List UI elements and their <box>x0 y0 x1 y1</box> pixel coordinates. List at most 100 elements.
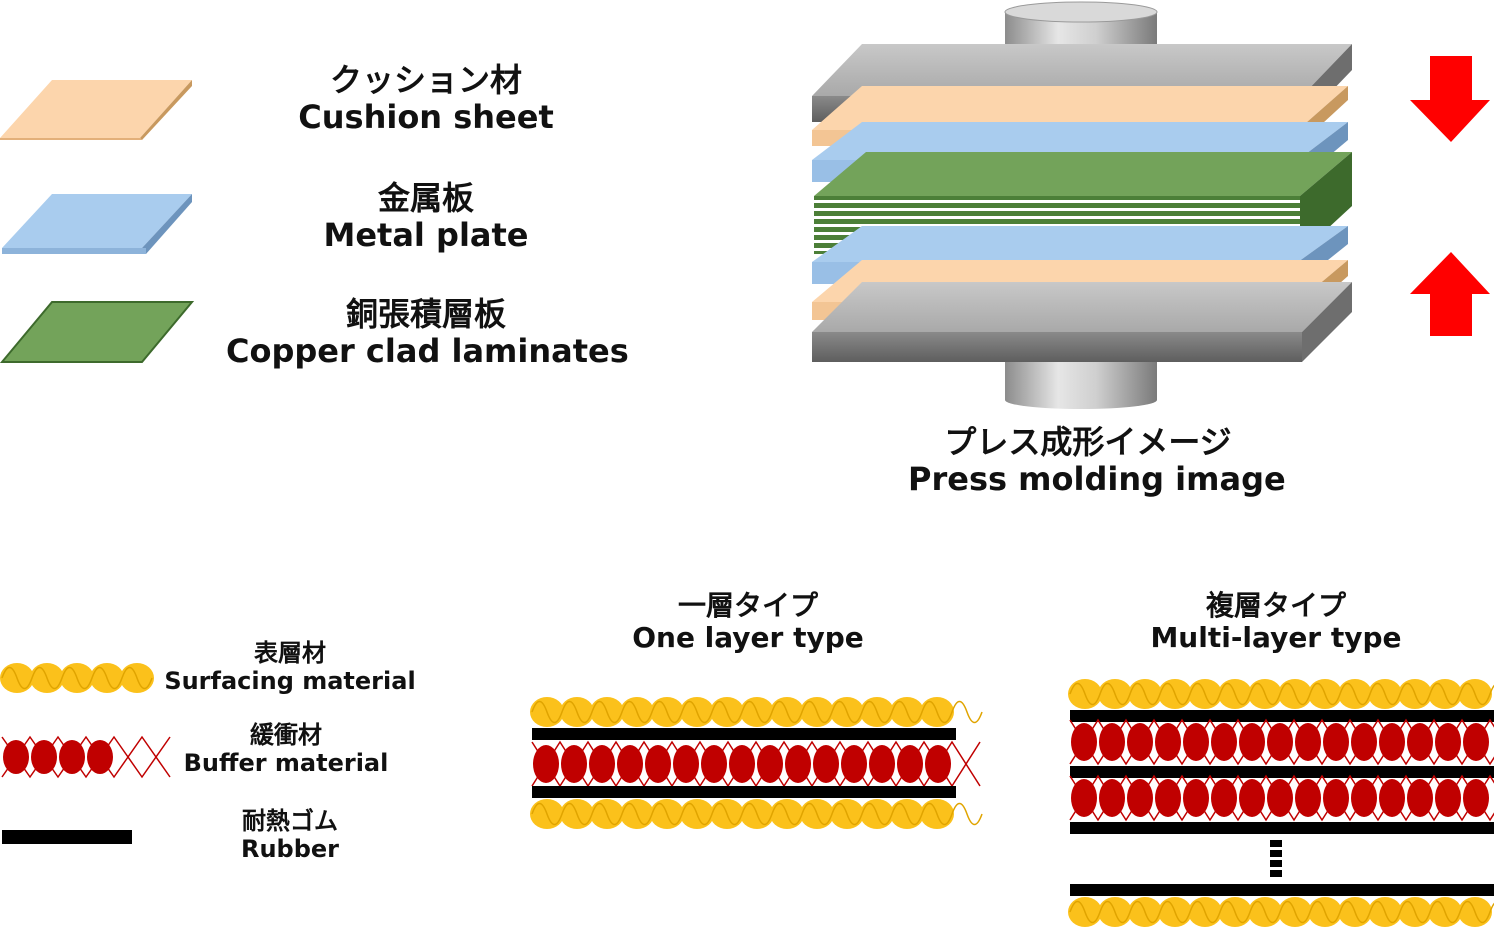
buffer-fiber <box>617 745 643 783</box>
label-cushion-en: Cushion sheet <box>298 97 554 136</box>
label-one-layer-en: One layer type <box>632 621 864 655</box>
buffer-fiber <box>3 740 29 774</box>
buffer-fiber <box>729 745 755 783</box>
ccl-stripe <box>814 200 1300 203</box>
legend-swatch-ccl <box>0 301 195 363</box>
label-rubber-en: Rubber <box>240 834 340 863</box>
bottom-press-plate <box>812 282 1352 362</box>
label-multi-layer-en: Multi-layer type <box>1150 621 1402 655</box>
buffer-fiber <box>87 740 113 774</box>
label-press-en: Press molding image <box>908 459 1286 498</box>
buffer-fiber <box>701 745 727 783</box>
label-surfacing-jp: 表層材 <box>254 639 326 667</box>
buffer-fiber <box>1155 779 1181 817</box>
buffer-fiber <box>1099 723 1125 761</box>
label-multi-layer: 複層タイプ Multi-layer type <box>1126 589 1426 655</box>
buffer-fiber <box>1211 779 1237 817</box>
buffer-fiber <box>1267 779 1293 817</box>
buffer-fiber <box>1099 779 1125 817</box>
label-one-layer: 一層タイプ One layer type <box>598 589 898 655</box>
buffer-fiber <box>1183 779 1209 817</box>
buffer-fiber <box>1183 723 1209 761</box>
buffer-fiber <box>1155 723 1181 761</box>
buffer-fiber <box>31 740 57 774</box>
label-rubber: 耐熱ゴム Rubber <box>160 807 420 863</box>
ccl-stripe <box>814 208 1300 211</box>
buffer-fiber <box>1463 779 1489 817</box>
buffer-fiber <box>533 745 559 783</box>
press-diagram <box>812 1 1352 409</box>
label-surfacing-en: Surfacing material <box>164 666 416 695</box>
legend-swatch-rubber <box>2 830 132 844</box>
label-cushion: クッション材 Cushion sheet <box>296 62 556 136</box>
label-ccl-jp: 銅張積層板 <box>345 295 506 333</box>
label-rubber-jp: 耐熱ゴム <box>242 807 338 835</box>
buffer-fiber <box>1211 723 1237 761</box>
rubber-sheet <box>532 786 956 798</box>
arrow-up-icon <box>1410 252 1490 336</box>
label-buffer: 緩衝材 Buffer material <box>160 721 412 777</box>
buffer-fiber <box>561 745 587 783</box>
buffer-fiber <box>1379 779 1405 817</box>
surfacing-weave <box>531 802 983 826</box>
ellipsis-dot <box>1270 870 1282 877</box>
buffer-fiber <box>673 745 699 783</box>
label-metal-jp: 金属板 <box>377 179 474 217</box>
buffer-fiber <box>1239 723 1265 761</box>
buffer-fiber <box>1407 779 1433 817</box>
label-ccl: 銅張積層板 Copper clad laminates <box>226 295 629 370</box>
buffer-fiber <box>841 745 867 783</box>
surfacing-weave <box>1069 682 1494 706</box>
label-multi-layer-jp: 複層タイプ <box>1205 589 1346 622</box>
buffer-fiber <box>1295 779 1321 817</box>
buffer-fiber <box>1267 723 1293 761</box>
label-buffer-en: Buffer material <box>183 748 389 777</box>
buffer-fiber <box>925 745 951 783</box>
buffer-wave <box>1 735 171 779</box>
buffer-fiber <box>645 745 671 783</box>
rubber-sheet <box>1070 884 1494 896</box>
ellipsis-dot <box>1270 850 1282 857</box>
label-press: プレス成形イメージ Press molding image <box>908 423 1286 498</box>
buffer-fiber <box>1071 779 1097 817</box>
ccl-stripe <box>814 216 1300 219</box>
buffer-fiber <box>1435 723 1461 761</box>
buffer-fiber <box>1295 723 1321 761</box>
bottom-ram-cylinder <box>1005 362 1157 409</box>
buffer-fiber <box>1379 723 1405 761</box>
rubber-sheet <box>1070 822 1494 834</box>
buffer-fiber <box>757 745 783 783</box>
legend-swatch-cushion <box>0 80 192 140</box>
arrow-down-icon <box>1410 56 1490 142</box>
buffer-fiber <box>1435 779 1461 817</box>
buffer-fiber <box>869 745 895 783</box>
surfacing-weave <box>1 666 153 690</box>
buffer-fiber <box>1463 723 1489 761</box>
buffer-fiber <box>1407 723 1433 761</box>
label-metal-en: Metal plate <box>323 215 529 254</box>
ellipsis-dot <box>1270 860 1282 867</box>
buffer-fiber <box>1351 723 1377 761</box>
surfacing-weave <box>531 700 983 724</box>
buffer-fiber <box>1071 723 1097 761</box>
multi-layer-diagram <box>1068 679 1494 927</box>
buffer-fiber <box>1127 779 1153 817</box>
label-press-jp: プレス成形イメージ <box>944 423 1232 461</box>
buffer-fiber <box>589 745 615 783</box>
label-ccl-en: Copper clad laminates <box>226 331 629 370</box>
buffer-fiber <box>59 740 85 774</box>
label-buffer-jp: 緩衝材 <box>250 721 322 749</box>
rubber-sheet <box>532 728 956 740</box>
label-metal: 金属板 Metal plate <box>296 180 556 254</box>
legend-swatch-surfacing <box>0 663 154 693</box>
buffer-fiber <box>897 745 923 783</box>
label-one-layer-jp: 一層タイプ <box>677 589 818 622</box>
legend-swatch-metal <box>2 194 192 254</box>
buffer-fiber <box>1323 779 1349 817</box>
rubber-sheet <box>1070 710 1494 722</box>
buffer-fiber <box>813 745 839 783</box>
buffer-fiber <box>1127 723 1153 761</box>
buffer-fiber <box>1239 779 1265 817</box>
one-layer-diagram <box>530 697 983 829</box>
